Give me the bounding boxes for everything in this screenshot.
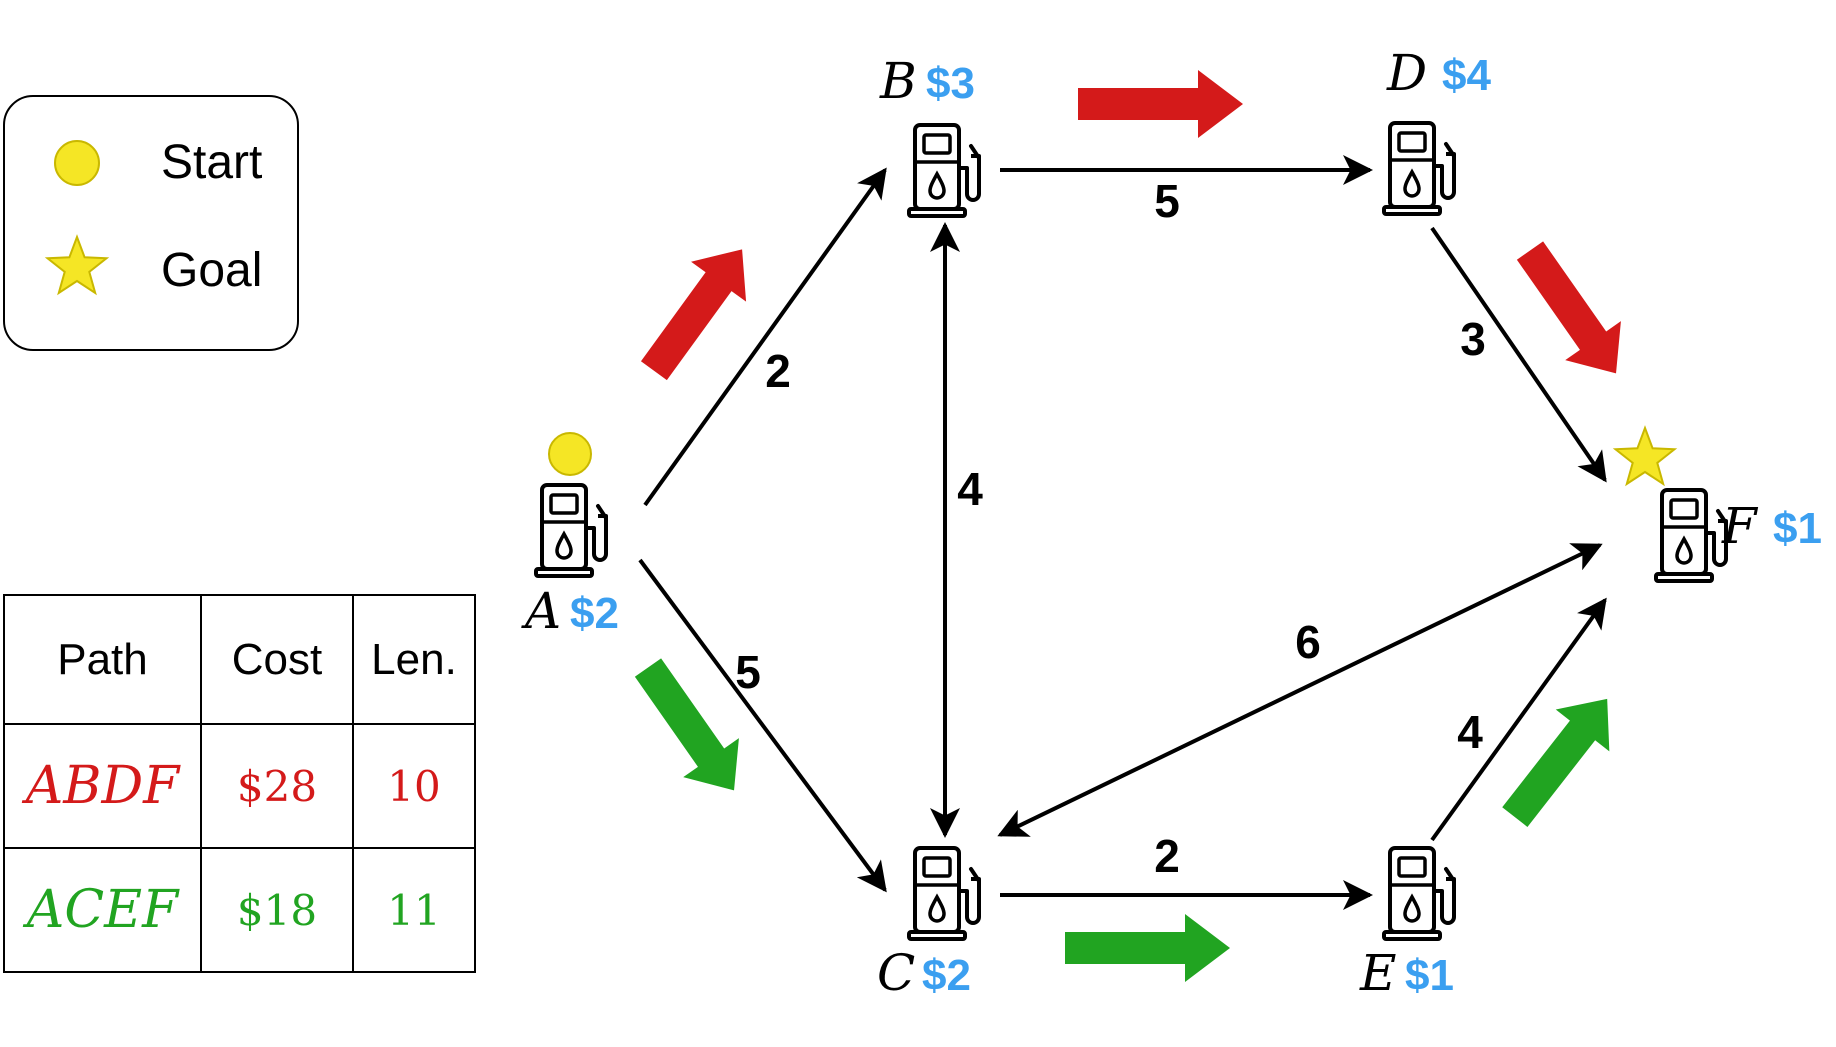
edge-d-f: [1430, 226, 1607, 483]
table-header-row: Path Cost Len.: [3, 594, 476, 725]
edge-a-c: [638, 558, 887, 893]
edge-c-f: [997, 543, 1603, 837]
green-arrow-a-c: [634, 658, 739, 791]
table-row: ABDF $28 10: [3, 723, 476, 849]
fuel-pump-icon: [907, 846, 981, 941]
node-label-a: A: [521, 582, 561, 640]
node-price-c: $2: [922, 951, 971, 1000]
node-price-f: $1: [1773, 504, 1822, 553]
red-arrow-b-d: [1078, 70, 1243, 138]
node-label-f: F: [1721, 497, 1759, 555]
green-path-arrows: [634, 658, 1610, 982]
node-price-e: $1: [1405, 951, 1454, 1000]
edge-e-f: [1430, 597, 1607, 842]
edge-weight-a-b: 2: [765, 345, 791, 397]
node-labels: A $2 B $3 C $2 D $4 E $1 F $1: [521, 44, 1822, 1002]
green-arrow-c-e: [1065, 914, 1230, 982]
table-header-cost: Cost: [200, 594, 354, 725]
node-price-d: $4: [1442, 51, 1491, 100]
path-table: Path Cost Len. ABDF $28 10 ACEF $18 11: [3, 594, 476, 973]
table-cell-cost: $28: [200, 723, 354, 849]
edge-weight-c-e: 2: [1154, 830, 1180, 882]
legend-goal: Goal: [5, 225, 297, 305]
fuel-pump-icon: [534, 483, 608, 578]
node-label-d: D: [1386, 44, 1427, 102]
edge-weights: 2 5 4 5 3 6 2 4: [735, 175, 1486, 882]
legend: Start Goal: [3, 95, 299, 351]
fuel-pump-icon: [907, 123, 981, 218]
table-cell-length: 11: [352, 847, 476, 973]
edge-weight-c-f: 6: [1295, 616, 1321, 668]
fuel-pump-icon: [1654, 488, 1728, 583]
fuel-pump-icon: [1382, 846, 1456, 941]
table-cell-cost: $18: [200, 847, 354, 973]
start-marker-icon: [548, 432, 592, 476]
edges: [638, 155, 1607, 910]
fuel-pump-icon: [1382, 121, 1456, 216]
edge-weight-a-c: 5: [735, 646, 761, 698]
table-cell-length: 10: [352, 723, 476, 849]
red-arrow-d-f: [1516, 241, 1621, 374]
goal-star-icon: [44, 234, 110, 296]
table-cell-path: ABDF: [3, 723, 202, 849]
edge-a-b: [643, 167, 887, 507]
start-circle-icon: [54, 140, 100, 186]
table-row: ACEF $18 11: [3, 847, 476, 973]
edge-weight-b-c: 4: [957, 463, 983, 515]
edge-weight-e-f: 4: [1457, 706, 1483, 758]
legend-goal-label: Goal: [161, 244, 263, 297]
edge-weight-b-d: 5: [1154, 175, 1180, 227]
legend-start-label: Start: [161, 136, 263, 189]
node-price-b: $3: [926, 59, 975, 108]
stations: [534, 121, 1728, 941]
legend-start: Start: [5, 117, 297, 197]
node-label-e: E: [1359, 944, 1397, 1002]
table-cell-path: ACEF: [3, 847, 202, 973]
node-label-b: B: [879, 52, 917, 110]
green-arrow-e-f: [1502, 698, 1610, 827]
red-arrow-a-b: [640, 249, 747, 381]
goal-marker-icon: [1612, 425, 1678, 487]
edge-weight-d-f: 3: [1460, 313, 1486, 365]
red-path-arrows: [640, 70, 1621, 381]
table-header-path: Path: [3, 594, 202, 725]
table-header-length: Len.: [352, 594, 476, 725]
node-label-c: C: [877, 944, 915, 1002]
node-price-a: $2: [570, 589, 619, 638]
